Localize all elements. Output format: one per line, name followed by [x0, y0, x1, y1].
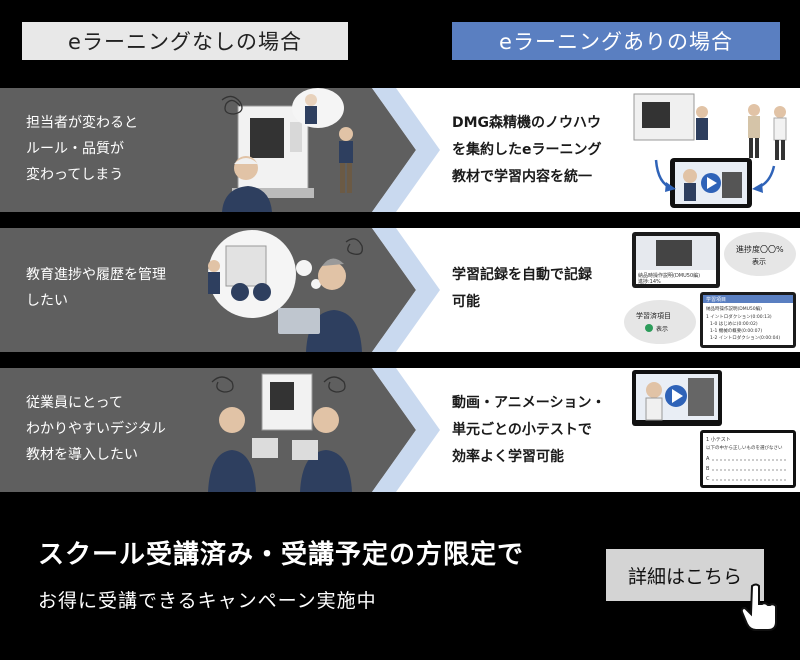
thought-bubble [292, 88, 344, 128]
text-line: 学習記録を自動で記録 [452, 267, 592, 283]
video-monitor [670, 158, 752, 208]
text-line: 担当者が変わると [26, 115, 138, 131]
problem-text: 従業員にとって わかりやすいデジタル 教材を導入したい [26, 390, 166, 468]
pointer-hand-icon [740, 583, 777, 631]
text-line: DMG森精機のノウハウ [452, 115, 602, 131]
flow-arrow-icon [654, 159, 776, 193]
campaign-headline: スクール受講済み・受講予定の方限定で [38, 540, 525, 570]
quiz-option: B [706, 466, 710, 472]
worker-figure [208, 407, 278, 492]
bubble-items-sub: 表示 [656, 325, 668, 333]
worker-figure [222, 156, 272, 212]
bubble-progress-label: 進捗度〇〇% [736, 244, 784, 254]
quiz-option: A [706, 456, 710, 462]
comparison-row-2: 納品時操作説明(DMU50編) 進捗:14% 進捗度〇〇% 表示 学習済項目 表… [0, 228, 800, 352]
campaign-subline: お得に受講できるキャンペーン実施中 [38, 590, 377, 612]
course-list-screen: 学習項目 納品時操作説明(DMU50編) 1 イントロダクション(0:00:13… [700, 292, 796, 348]
row-1-background [0, 88, 800, 212]
bubble-items-label: 学習済項目 [636, 311, 671, 320]
check-icon [645, 324, 653, 332]
details-button[interactable]: 詳細はこちら [606, 549, 764, 601]
list-item: 1-0 はじめに(0:00:02) [710, 321, 758, 327]
solution-text: 学習記録を自動で記録 可能 [452, 262, 592, 316]
list-item: 1 イントロダクション(0:00:13) [706, 313, 772, 320]
solution-text: 動画・アニメーション・ 単元ごとの小テストで 効率よく学習可能 [452, 390, 605, 471]
text-line: わかりやすいデジタル [26, 421, 166, 437]
text-line: を集約したeラーニング [452, 142, 602, 158]
confused-scribble-icon [345, 238, 363, 255]
text-line: したい [26, 293, 68, 309]
header-without-elearning: eラーニングなしの場合 [22, 22, 348, 60]
book-icon [252, 438, 278, 458]
progress-caption: 納品時操作説明(DMU50編) [638, 272, 700, 279]
list-item: 1-2 イントロダクション(0:00:04) [710, 334, 780, 341]
comparison-row-3: 1 小テスト 以下の中から正しいものを選びなさい A B C 従業員にとって わ… [0, 368, 800, 492]
laptop-icon [278, 308, 320, 334]
progress-bubble: 進捗度〇〇% 表示 [724, 232, 796, 276]
list-header: 学習項目 [706, 296, 726, 303]
text-line: 従業員にとって [26, 395, 123, 411]
worker-figure [696, 104, 787, 160]
confused-scribble-icon [221, 95, 243, 115]
text-line: 教材で学習内容を統一 [452, 169, 592, 185]
quiz-option: C [706, 476, 710, 482]
text-line: 可能 [452, 294, 480, 310]
text-line: 教育進捗や履歴を管理 [26, 267, 166, 283]
problem-text: 担当者が変わると ルール・品質が 変わってしまう [26, 110, 138, 188]
row-2-background: 納品時操作説明(DMU50編) 進捗:14% 進捗度〇〇% 表示 学習済項目 表… [0, 228, 800, 352]
thought-bubble [208, 230, 321, 318]
text-line: 動画・アニメーション・ [452, 395, 606, 411]
worker-figure [292, 407, 352, 492]
quiz-screen: 1 小テスト 以下の中から正しいものを選びなさい A B C [700, 430, 796, 488]
text-line: 変わってしまう [26, 167, 124, 183]
progress-value: 進捗:14% [638, 278, 661, 285]
quiz-title: 1 小テスト [706, 436, 731, 443]
text-line: 教材を導入したい [26, 447, 138, 463]
list-title: 納品時操作説明(DMU50編) [706, 305, 762, 312]
machine-illustration [633, 93, 695, 141]
text-line: ルール・品質が [26, 141, 124, 157]
list-item: 1-1 機械の概要(0:00:07) [710, 327, 762, 334]
text-line: 効率よく学習可能 [452, 449, 564, 465]
problem-text: 教育進捗や履歴を管理 したい [26, 262, 166, 314]
bubble-progress-sub: 表示 [752, 257, 766, 266]
confused-scribble-icon [211, 376, 346, 393]
progress-screen: 納品時操作説明(DMU50編) 進捗:14% [632, 232, 720, 288]
book-icon [292, 440, 318, 460]
learned-items-bubble: 学習済項目 表示 [624, 300, 696, 344]
worker-figure [339, 127, 353, 193]
machine-illustration [232, 105, 314, 198]
text-line: 単元ごとの小テストで [452, 422, 592, 438]
comparison-row-1: 担当者が変わると ルール・品質が 変わってしまう DMG森精機のノウハウ を集約… [0, 88, 800, 212]
solution-text: DMG森精機のノウハウ を集約したeラーニング 教材で学習内容を統一 [452, 110, 602, 191]
row-3-background: 1 小テスト 以下の中から正しいものを選びなさい A B C [0, 368, 800, 492]
manager-figure [278, 258, 362, 352]
machine-illustration [261, 373, 313, 431]
header-with-elearning: eラーニングありの場合 [452, 22, 780, 60]
video-monitor [632, 370, 722, 426]
quiz-question: 以下の中から正しいものを選びなさい [706, 444, 783, 451]
